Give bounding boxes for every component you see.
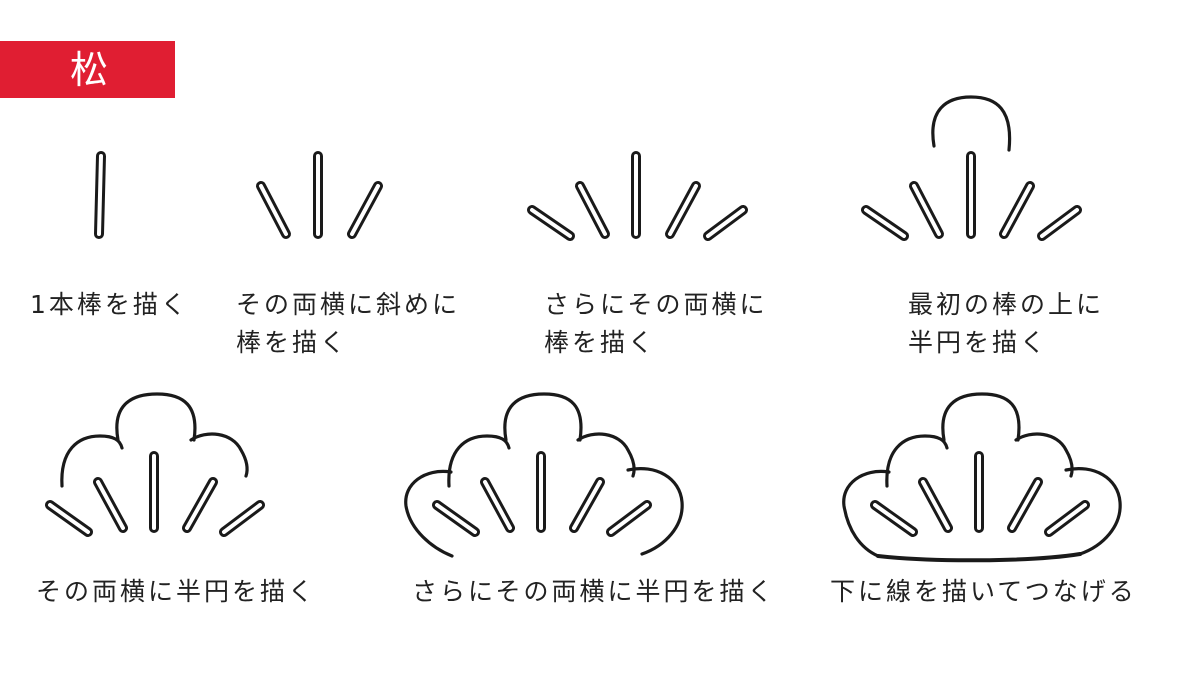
step6-arc-far-left <box>404 469 454 558</box>
step-3-line-2: 棒を描く <box>544 328 657 357</box>
step5-stick-left-inner <box>96 480 125 530</box>
step-5-caption: その両横に半円を描く <box>36 573 316 611</box>
step3-stick-far-left-inner <box>530 208 572 238</box>
step-2-line-2: 棒を描く <box>236 328 349 357</box>
title-banner <box>0 41 175 98</box>
step-7-caption: 下に線を描いてつなげる <box>830 573 1137 611</box>
step5-arc-top <box>115 392 197 442</box>
step6-stick-right-inner <box>572 480 602 530</box>
step5-arc-right <box>189 432 249 478</box>
step7-stick-right-inner <box>1010 480 1040 530</box>
step-4-caption: 最初の棒の上に 半円を描く <box>908 286 1104 362</box>
step-6-caption: さらにその両横に半円を描く <box>412 573 776 611</box>
step3-stick-far-right-inner <box>706 208 745 238</box>
step-3-caption: さらにその両横に 棒を描く <box>544 286 768 362</box>
step7-arc-far-right <box>1064 467 1122 556</box>
step4-stick-far-right-inner <box>1040 208 1079 238</box>
step2-stick-right-inner <box>350 184 380 236</box>
step7-stick-left-inner <box>921 480 950 530</box>
step4-stick-right-inner <box>1002 184 1032 236</box>
step5-stick-far-right-inner <box>222 503 262 534</box>
step4-stick-far-left-inner <box>864 208 906 238</box>
step6-stick-far-right-inner <box>609 503 649 534</box>
step-1-caption: 1本棒を描く <box>30 286 189 324</box>
step-5-line-1: その両横に半円を描く <box>36 577 317 606</box>
step2-stick-left-inner <box>259 184 288 236</box>
step7-bottom-line <box>876 552 1082 563</box>
step6-arc-top <box>503 392 583 442</box>
step-6-line-1: さらにその両横に半円を描く <box>412 577 776 606</box>
step7-arc-top <box>941 392 1021 442</box>
step3-stick-right-inner <box>668 184 698 236</box>
step4-stick-left-inner <box>912 184 941 236</box>
step5-stick-far-left-inner <box>48 503 90 534</box>
step7-arc-right <box>1014 432 1074 478</box>
step6-stick-left-inner <box>483 480 512 530</box>
step6-arc-far-right <box>626 467 684 556</box>
step7-arc-far-left <box>842 469 891 558</box>
step7-stick-far-right-inner <box>1047 503 1087 534</box>
step6-stick-far-left-inner <box>435 503 477 534</box>
page-title: 松 <box>70 48 109 92</box>
step-3-line-1: さらにその両横に <box>544 290 768 319</box>
step5-stick-right-inner <box>185 480 215 530</box>
step6-arc-left <box>447 434 511 488</box>
step-1-line-1: 1本棒を描く <box>30 290 189 319</box>
step7-arc-left <box>885 434 949 488</box>
step1-stick-center-inner <box>97 154 103 236</box>
step-4-line-1: 最初の棒の上に <box>908 290 1105 319</box>
step7-stick-far-left-inner <box>873 503 915 534</box>
step6-arc-right <box>576 432 636 478</box>
step-7-line-1: 下に線を描いてつなげる <box>830 577 1137 606</box>
step3-stick-left-inner <box>578 184 607 236</box>
step-4-line-2: 半円を描く <box>908 328 1049 357</box>
step4-arc-top <box>931 95 1012 152</box>
step-2-caption: その両横に斜めに 棒を描く <box>236 286 460 362</box>
step5-arc-left <box>60 434 124 488</box>
step-2-line-1: その両横に斜めに <box>236 290 461 319</box>
